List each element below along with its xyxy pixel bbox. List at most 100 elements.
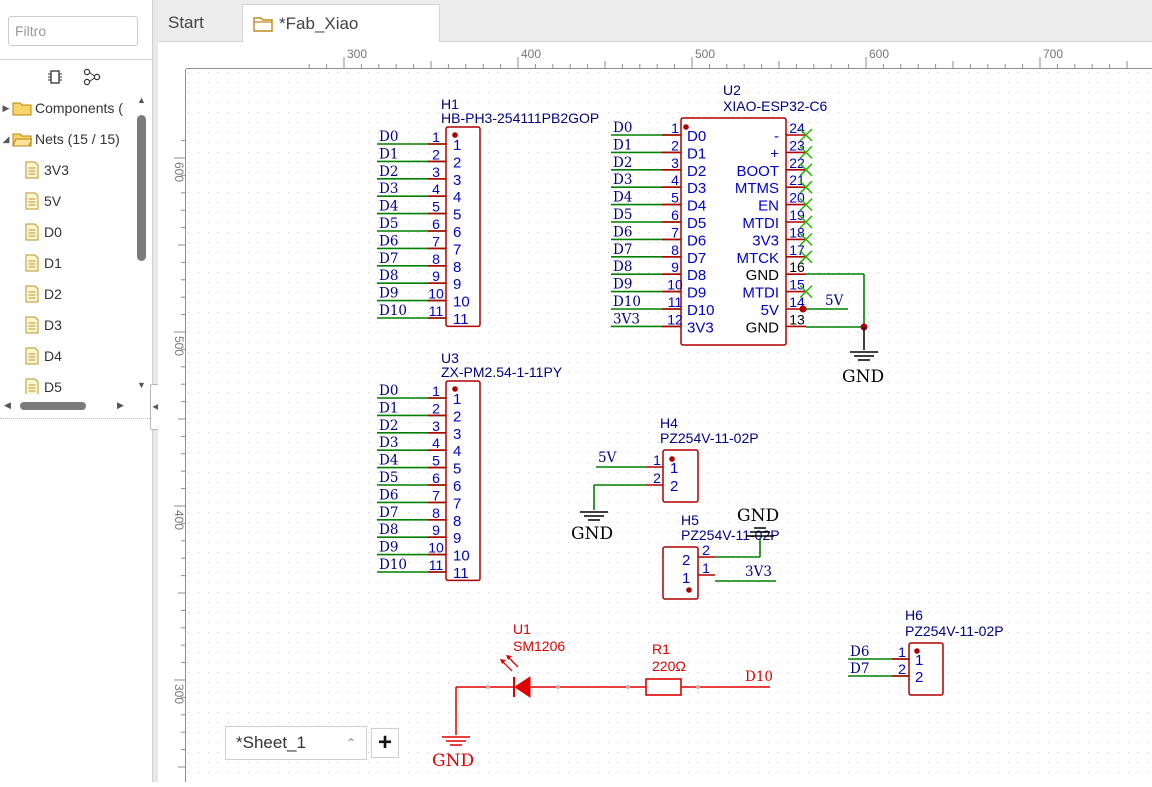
caret-right-icon[interactable]: ▶ (2, 102, 10, 113)
pin-number: 19 (789, 207, 805, 223)
pin-name: 11 (453, 565, 469, 582)
tree-item-net[interactable]: D1 (24, 251, 62, 275)
net-label: D6 (379, 487, 398, 503)
net-label: D9 (379, 286, 398, 302)
h1-ref: H1 (441, 96, 459, 112)
net-label: D4 (379, 199, 398, 215)
pin-number: 15 (789, 277, 805, 293)
pin-number: 8 (432, 505, 440, 521)
tree-label: Nets (15 / 15) (35, 131, 120, 147)
ruler-label: 600 (172, 162, 186, 182)
tree-item-net[interactable]: D2 (24, 282, 62, 306)
caret-down-icon[interactable]: ◢ (2, 133, 10, 144)
pin-name: 7 (453, 495, 461, 512)
pin-number: 10 (667, 277, 683, 293)
pin-end (486, 685, 490, 689)
pin-number: 4 (432, 181, 440, 197)
h6-value: PZ254V-11-02P (905, 623, 1004, 639)
tree-item-components[interactable]: ▶ Components ( (0, 96, 123, 120)
pin-name: GND (746, 267, 780, 284)
scroll-right-icon[interactable]: ▶ (117, 400, 124, 410)
pin-number: 1 (432, 129, 440, 145)
tree-label: D4 (44, 348, 62, 364)
pin-name: BOOT (736, 163, 779, 180)
pin-name: D9 (687, 285, 706, 302)
chevron-up-icon[interactable]: ⌃ (346, 736, 357, 750)
pin-number: 3 (432, 164, 440, 180)
h6-ref: H6 (905, 607, 923, 623)
tree-label: 5V (44, 193, 62, 209)
sheet-tab[interactable]: *Sheet_1 (225, 726, 367, 760)
tree-item-nets[interactable]: ◢ Nets (15 / 15) (0, 127, 120, 151)
pin-number: 2 (898, 661, 906, 677)
pin-number: 10 (428, 540, 444, 556)
sheet-tab-label: *Sheet_1 (236, 733, 306, 752)
net-label: D2 (379, 418, 398, 434)
tree-label: D2 (44, 286, 62, 302)
vertical-ruler (158, 69, 186, 782)
tree-label: D0 (44, 224, 62, 240)
tab-fab-xiao[interactable]: *Fab_Xiao (242, 4, 440, 42)
net-label: D2 (379, 164, 398, 180)
tree-item-net[interactable]: D3 (24, 313, 62, 337)
gnd-label: GND (737, 506, 779, 526)
no-connect-mark (799, 145, 813, 159)
scroll-left-icon[interactable]: ◀ (4, 400, 11, 410)
tree-item-net[interactable]: D0 (24, 220, 62, 244)
pin-number: 2 (702, 542, 710, 558)
pin-name: 2 (453, 408, 461, 425)
pin-number: 11 (429, 557, 444, 573)
tree-item-net[interactable]: 5V (24, 189, 61, 213)
tree-label: 3V3 (44, 162, 69, 178)
tree-item-net[interactable]: 3V3 (24, 158, 69, 182)
net-label: D3 (379, 435, 398, 451)
pin-name: 3 (453, 172, 461, 189)
pin-name: D0 (687, 128, 706, 145)
r1-ref: R1 (652, 641, 670, 657)
h6-pin1-dot (914, 648, 920, 654)
u3-body (445, 380, 481, 582)
pin-name: MTCK (737, 250, 780, 267)
pin-number: 10 (428, 286, 444, 302)
filter-input[interactable] (8, 16, 138, 46)
scroll-down-icon[interactable]: ▼ (137, 380, 146, 390)
chip-icon[interactable] (45, 67, 65, 87)
h6-body (908, 642, 944, 696)
net-label: D4 (613, 190, 632, 206)
pin-name: D8 (687, 267, 706, 284)
ruler-label: 500 (172, 336, 186, 356)
tab-start[interactable]: Start (158, 4, 240, 41)
pin-name: - (774, 128, 779, 145)
add-sheet-button[interactable]: + (371, 728, 399, 758)
scrollbar-thumb[interactable] (20, 402, 86, 410)
net-doc-icon (25, 254, 39, 272)
net-label: D10 (745, 669, 773, 685)
pin-number: 2 (653, 470, 661, 486)
tree-item-net[interactable]: D5 (24, 375, 62, 394)
pin-number: 24 (789, 120, 805, 136)
scrollbar-thumb[interactable] (137, 115, 146, 261)
u2-value: XIAO-ESP32-C6 (723, 98, 827, 114)
net-tree: ▶ Components ( ◢ Nets (15 / 15) 3V3 5V D… (0, 94, 136, 394)
net-label: D0 (379, 129, 398, 145)
folder-icon (12, 102, 32, 116)
h4-ref: H4 (660, 415, 678, 431)
pin-number: 6 (432, 470, 440, 486)
pin-name: 4 (453, 443, 461, 460)
net-label: D6 (379, 233, 398, 249)
scroll-up-icon[interactable]: ▲ (137, 95, 146, 105)
pin-number: 2 (432, 400, 440, 416)
no-connect-mark (799, 128, 813, 142)
led-emission-arrow (507, 656, 519, 668)
tree-item-net[interactable]: D4 (24, 344, 62, 368)
pin-name: 1 (682, 570, 690, 587)
pin-number: 7 (671, 224, 679, 240)
pin-name: 1 (670, 460, 678, 477)
pin-number: 1 (702, 560, 710, 576)
pin-number: 4 (432, 435, 440, 451)
net-graph-icon[interactable] (82, 67, 102, 87)
net-label: D2 (613, 155, 632, 171)
led-emission-arrow (501, 660, 513, 672)
